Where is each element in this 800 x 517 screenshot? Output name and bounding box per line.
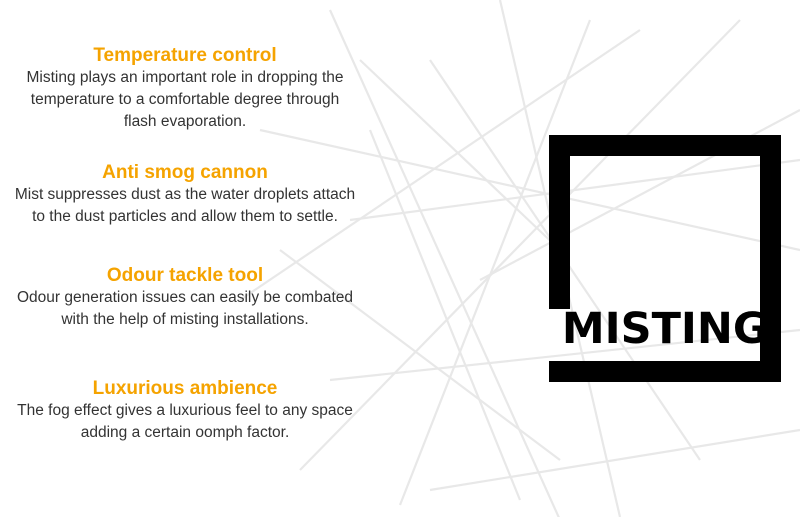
feature-description-line: to the dust particles and allow them to … <box>32 208 338 225</box>
feature-description-line: temperature to a comfortable degree thro… <box>30 91 340 108</box>
logo-frame-left <box>549 135 570 309</box>
background-line <box>398 19 592 506</box>
feature-anti-smog-cannon: Anti smog cannon Mist suppresses dust as… <box>0 161 370 228</box>
background-line <box>299 19 741 471</box>
background-line <box>368 129 522 501</box>
logo-frame-right <box>760 135 781 382</box>
feature-description-line: flash evaporation. <box>123 113 247 130</box>
feature-description-line: Misting plays an important role in dropp… <box>26 69 344 86</box>
feature-description-line: Odour generation issues can easily be co… <box>16 289 354 306</box>
logo-frame-bottom <box>549 361 781 382</box>
feature-title: Luxurious ambience <box>92 378 278 399</box>
logo-wordmark: MISTING <box>561 304 769 354</box>
background-line <box>239 29 641 301</box>
logo-frame-top <box>549 135 781 156</box>
feature-title: Anti smog cannon <box>102 162 268 183</box>
feature-description-line: with the help of misting installations. <box>61 311 309 328</box>
feature-temperature-control: Temperature control Misting plays an imp… <box>0 44 370 133</box>
background-line <box>349 158 800 222</box>
background-line <box>329 328 800 382</box>
background-line <box>328 9 560 517</box>
feature-title: Odour tackle tool <box>106 265 264 286</box>
feature-odour-tackle-tool: Odour tackle tool Odour generation issue… <box>0 264 370 331</box>
feature-description-line: The fog effect gives a luxurious feel to… <box>17 402 353 419</box>
feature-description-line: adding a certain oomph factor. <box>80 424 290 441</box>
feature-luxurious-ambience: Luxurious ambience The fog effect gives … <box>0 377 370 444</box>
background-line <box>359 59 561 251</box>
background-line <box>429 428 800 492</box>
misting-logo: MISTING <box>549 135 781 382</box>
feature-title: Temperature control <box>93 45 277 66</box>
background-line <box>279 249 561 461</box>
background-line <box>259 128 800 252</box>
feature-description-line: Mist suppresses dust as the water drople… <box>14 186 356 203</box>
